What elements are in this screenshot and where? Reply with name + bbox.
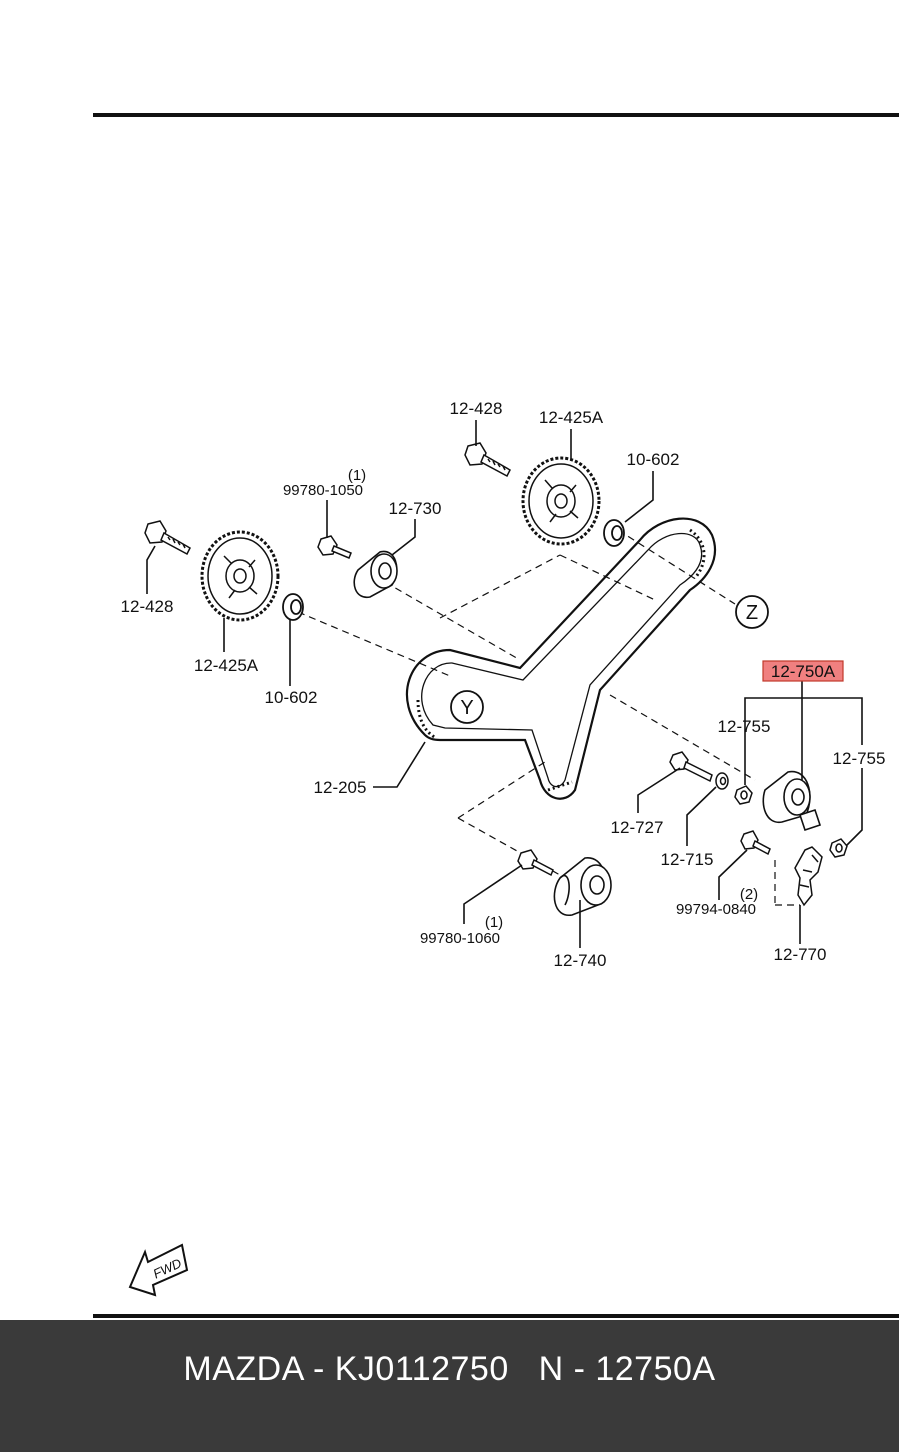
bolt-top (464, 442, 511, 478)
bolt-spring (740, 830, 771, 856)
washer (715, 772, 729, 790)
nut-left (734, 785, 753, 805)
label-bolt-idler: 99780-1050 (283, 482, 363, 499)
seal-left (282, 593, 304, 621)
timing-belt-diagram: Z Y 12-428 12-425A 10-602 (1) 99780-1050… (93, 113, 899, 1318)
label-tensioner-highlight: 12-750A (762, 660, 844, 682)
bolt-lower (517, 849, 554, 877)
label-bolt-spring: 99794-0840 (676, 901, 756, 918)
label-idler: 12-730 (389, 499, 442, 518)
seal-top (603, 519, 625, 547)
label-stud: 12-727 (611, 818, 664, 837)
label-bolt-lower: 99780-1060 (420, 930, 500, 947)
svg-text:Y: Y (460, 697, 473, 719)
label-bolt-top: 12-428 (450, 399, 503, 418)
label-belt: 12-205 (314, 778, 367, 797)
label-seal-left: 10-602 (265, 688, 318, 707)
label-spring: 12-770 (774, 945, 827, 964)
label-seal-top: 10-602 (627, 450, 680, 469)
footer-part-number: MAZDA - KJ0112750 N - 12750A (183, 1350, 716, 1388)
bolt-left (144, 520, 191, 556)
footer-bar: MAZDA - KJ0112750 N - 12750A (0, 1320, 899, 1452)
nut-right (829, 838, 848, 858)
label-bolt-lower-qty: (1) (485, 914, 503, 931)
label-pulley-left: 12-425A (194, 656, 259, 675)
label-pulley-top: 12-425A (539, 408, 604, 427)
label-bolt-spring-qty: (2) (740, 886, 758, 903)
label-idler-lower: 12-740 (554, 951, 607, 970)
idler-pulley-lower (553, 857, 612, 916)
svg-text:Z: Z (746, 602, 758, 624)
label-nut-right: 12-755 (833, 749, 886, 768)
tensioner-spring (794, 846, 823, 907)
svg-text:12-750A: 12-750A (771, 662, 836, 681)
fwd-arrow-icon: FWD (128, 1243, 189, 1297)
stud (669, 751, 713, 783)
tensioner (762, 770, 822, 832)
circle-z: Z (735, 595, 769, 629)
bolt-idler (317, 535, 352, 559)
idler-pulley (353, 550, 398, 598)
label-nut-left: 12-755 (718, 717, 771, 736)
timing-belt (405, 517, 717, 800)
label-bolt-idler-qty: (1) (348, 467, 366, 484)
camshaft-pulley-left (200, 530, 280, 622)
leader-lines (146, 420, 863, 948)
label-bolt-left: 12-428 (121, 597, 174, 616)
label-washer: 12-715 (661, 850, 714, 869)
circle-y: Y (450, 690, 484, 724)
camshaft-pulley-top (521, 456, 601, 546)
